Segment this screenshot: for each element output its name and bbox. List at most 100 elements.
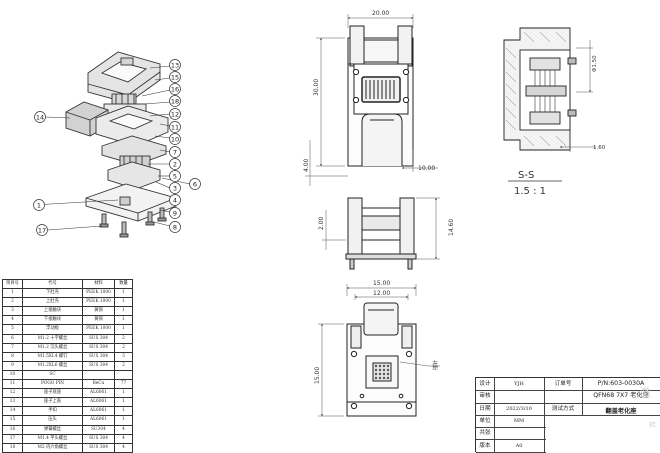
title-block: 设计 YJH 订单号 P/N:603-0030A 审核 QFN68 7X7 老化… [475,377,660,453]
callout-5: 5 [173,172,177,180]
bom-item-number: 3 [2,306,23,317]
callout-balloons: 13 15 16 18 12 11 10 7 2 5 3 1 4 9 8 14 … [33,59,201,236]
date-label: 日期 [476,402,495,415]
watermark-text: 激 [640,386,651,399]
title-row-unit: 单位 MM [476,414,546,429]
exploded-view [65,51,177,238]
title-row-total: 共张 [476,427,546,441]
callout-8: 8 [173,223,177,231]
bom-item-material: 黄铜 [82,315,115,326]
bom-item-material: PEEK 1000 [82,324,115,335]
bottom-view-dimensions [318,284,440,417]
total-label: 共张 [476,427,495,440]
top-view [347,25,414,167]
bom-item-code: M2 内六角螺丝 [22,442,83,453]
bom-item-material: BeCu [82,379,115,390]
bom-item-code: 上接触块 [22,306,83,317]
bom-header-material: 材料 [82,278,115,290]
title-row-review: 审核 QFN68 7X7 老化座 [476,390,660,404]
unit-value: MM [494,414,545,428]
bom-item-qty: 1 [114,324,133,335]
callout-1: 1 [37,201,41,209]
front-view [345,197,417,270]
bom-item-code: M1.4 平头螺丝 [22,433,83,444]
test-label: 测试方式 [544,402,583,415]
bom-item-qty: 1 [114,288,133,299]
bom-item-number: 9 [2,360,23,371]
bom-item-qty: 4 [114,433,133,444]
bom-item-number: 2 [2,297,23,308]
bom-header-row: 项目号 代号 材料 数量 [2,278,133,290]
bom-item-qty: 1 [114,415,133,426]
bom-item-qty: 1 [114,388,133,399]
bom-item-material [82,369,115,381]
bom-item-code: SC [22,369,83,381]
pin-note: 插针 [432,360,439,370]
product-value: QFN68 7X7 老化座 [582,390,660,402]
bom-header-qty: 数量 [114,278,133,290]
bom-item-number: 8 [2,351,23,362]
bom-item-material: AL6061 [82,406,115,417]
unit-label: 单位 [476,414,495,428]
bom-item-code: M1.5XL4 螺钉 [22,351,83,362]
callout-18: 18 [171,97,179,105]
version-label: 版本 [476,439,495,452]
bom-item-material: SUS 304 [82,342,115,353]
bom-item-material: SUS 304 [82,433,115,444]
dim-top-offset-right: 10.00 [418,165,435,172]
bom-item-number: 1 [2,288,23,299]
bom-item-qty: 2 [114,360,133,371]
dim-front-height-left: 2.00 [318,216,325,230]
bom-item-number: 7 [2,342,23,353]
bom-item-qty: 77 [114,379,133,390]
bom-item-qty: 4 [114,424,133,435]
callout-10: 10 [171,135,179,143]
review-value [494,390,545,403]
bom-item-code: 上肚壳 [22,297,83,308]
bom-item-number: 4 [2,315,23,326]
title-row-version: 版本 A0 [476,439,546,453]
watermark-text-small: 转 [649,421,656,429]
bom-item-material: SUS 304 [82,333,115,344]
bom-item-number: 14 [2,406,23,417]
total-value [494,427,545,440]
bom-item-code: 浮动板 [22,324,83,335]
bom-item-material: AL6061 [82,415,115,426]
bom-item-material: AL6061 [82,397,115,408]
bom-item-material: PEEK 1000 [82,288,115,299]
bom-item-qty: 1 [114,306,133,317]
version-value: A0 [494,439,545,452]
section-label: S-S [518,170,534,181]
bom-item-material: PEEK 1000 [82,297,115,308]
bom-item-number: 16 [2,424,23,435]
bom-item-material: SU304 [82,424,115,435]
bom-item-qty: 1 [114,406,133,417]
callout-4: 4 [173,196,177,204]
bom-item-code: 座子上盖 [22,397,83,408]
callout-9: 9 [173,209,177,217]
bom-item-code: M1.2 十字螺丝 [22,333,83,344]
bom-item-qty: 2 [114,342,133,353]
bom-item-code: 座子底座 [22,388,83,399]
callout-3: 3 [173,184,177,192]
date-value: 2022/3/10 [494,402,545,415]
bom-item-code: 手扣 [22,406,83,417]
dim-top-width: 20.00 [372,10,389,17]
bom-item-code: M1.2XL6 螺丝 [22,360,83,371]
test-value: 翻盖老化座 [582,406,660,418]
bom-item-material: SUS 304 [82,442,115,453]
section-dimensions [559,40,596,152]
callout-13: 13 [171,61,179,69]
design-value: YJH [494,378,545,391]
